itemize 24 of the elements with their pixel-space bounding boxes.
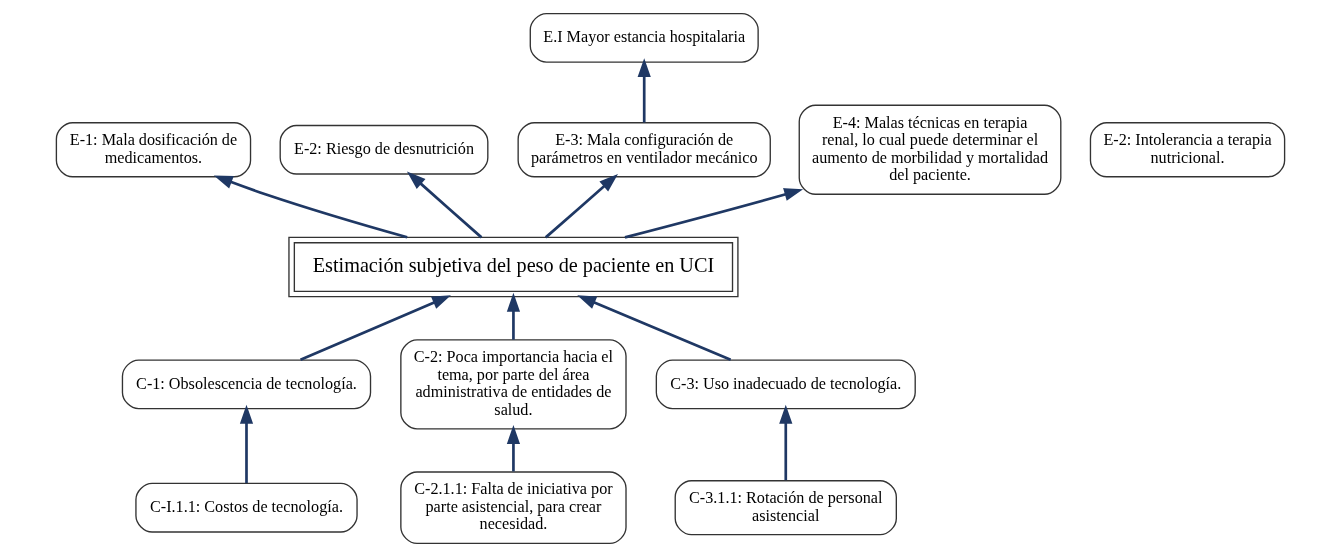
node-box: C-3.1.1: Rotación de personal asistencial (674, 480, 897, 536)
node-box: Estimación subjetiva del peso de paciente en UCI (288, 236, 739, 298)
node-box: E-1: Mala dosificación de medicamentos. (55, 122, 252, 178)
node-box: C-2: Poca importancia hacia el tema, por parte del área administrativa de entidades de salud. (400, 339, 627, 430)
arrow (544, 174, 618, 239)
arrow (577, 295, 732, 362)
node-box: E-2: Riesgo de desnutrición (279, 124, 489, 175)
node-box: E.I Mayor estancia hospitalaria (529, 12, 759, 63)
arrow (506, 425, 521, 472)
node-box: C-I.1.1: Costos de tecnología. (135, 482, 358, 533)
arrow (779, 404, 793, 481)
arrow (624, 188, 804, 239)
arrow (239, 404, 254, 484)
node-box: E-3: Mala configuración de parámetros en ventilador mecánico (517, 122, 771, 178)
node-box: E-2: Intolerancia a terapia nutricional. (1089, 122, 1286, 178)
arrow (506, 292, 521, 340)
node-box: E-4: Malas técnicas en terapia renal, lo cual puede determinar el aumento de morbilidad y mortalidad del paciente. (798, 104, 1062, 195)
arrow (637, 58, 651, 123)
arrow (299, 295, 451, 362)
arrow (406, 171, 483, 239)
node-box: C-1: Obsolescencia de tecnología. (121, 359, 372, 410)
node-box: C-2.1.1: Falta de iniciativa por parte asistencial, para crear necesidad. (400, 471, 627, 545)
arrow (213, 175, 408, 239)
node-box: C-3: Uso inadecuado de tecnología. (655, 359, 916, 410)
